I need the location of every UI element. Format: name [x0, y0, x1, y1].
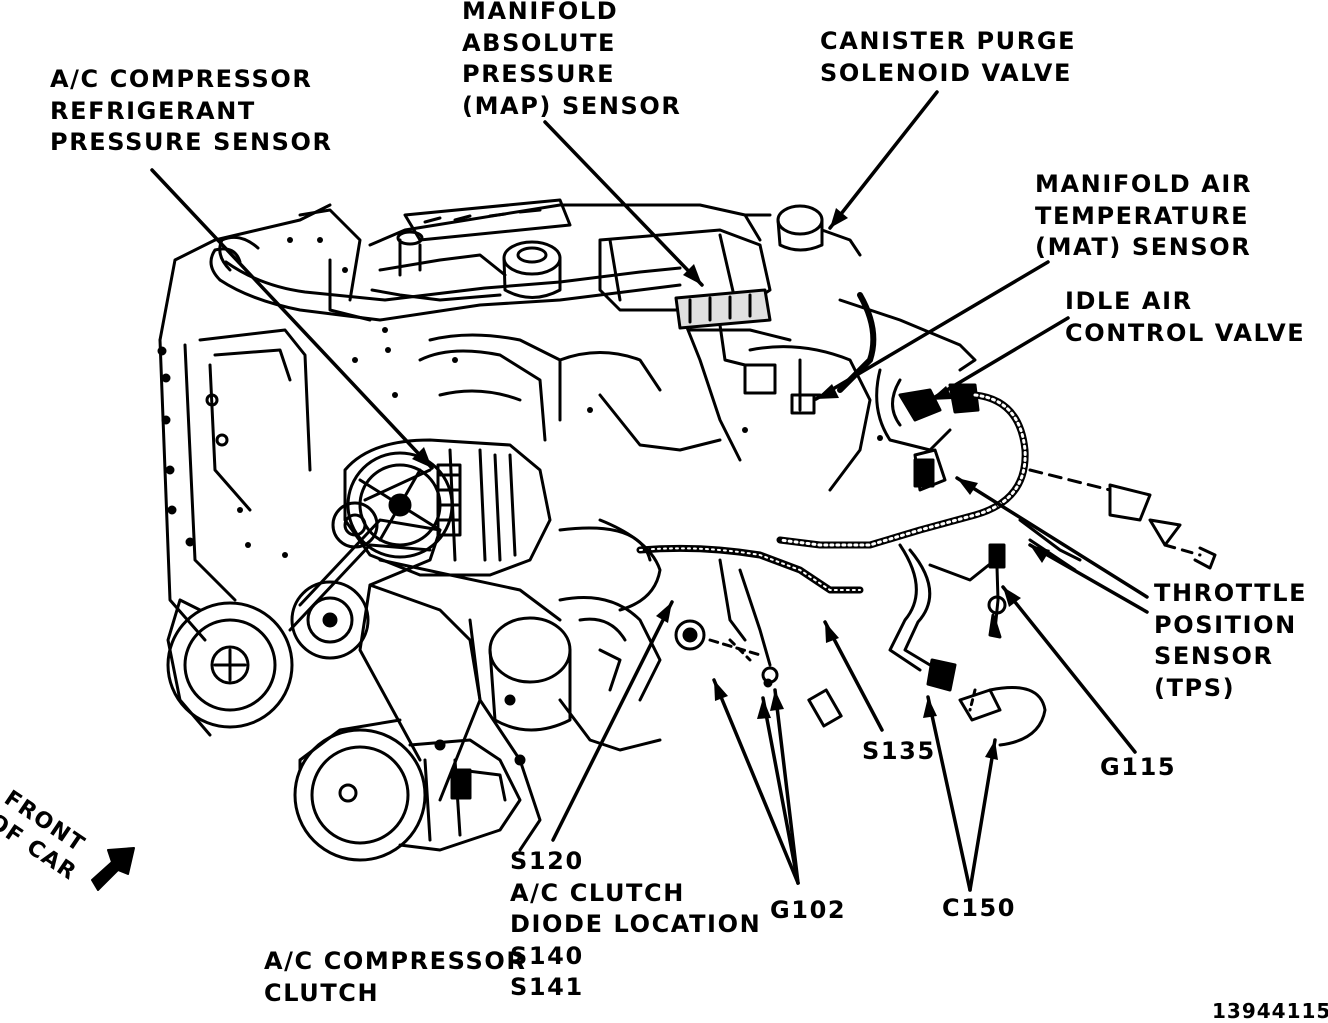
map-sensor	[674, 288, 772, 367]
intake-manifold	[418, 228, 792, 462]
front-arrow-icon	[91, 847, 135, 891]
ac-compressor	[293, 718, 522, 862]
fasteners	[237, 237, 883, 558]
label-g102: G102	[770, 896, 847, 924]
arrow-heads	[412, 208, 1050, 760]
label-throttle-position-sensor: THROTTLE POSITION SENSOR (TPS)	[1154, 579, 1308, 702]
label-ac-compressor-clutch: A/C COMPRESSOR CLUTCH	[264, 947, 527, 1007]
engine-left-bracket	[157, 203, 362, 642]
leader-lines	[150, 90, 1149, 892]
label-s120-group: S120 A/C CLUTCH DIODE LOCATION S140 S141	[510, 847, 762, 1001]
oil-filler-cap	[502, 240, 562, 299]
belt-pulleys	[166, 501, 562, 802]
lower-block	[434, 518, 662, 852]
figure-number: 13944115	[1212, 999, 1328, 1023]
label-canister-purge: CANISTER PURGE SOLENOID VALVE	[820, 27, 1077, 87]
coolant-cap	[743, 204, 862, 257]
label-c150: C150	[942, 894, 1017, 922]
wiring-harness-right	[776, 292, 1029, 672]
label-idle-air-control: IDLE AIR CONTROL VALVE	[1065, 287, 1306, 347]
alternator	[343, 438, 552, 577]
label-mat-sensor: MANIFOLD AIR TEMPERATURE (MAT) SENSOR	[1035, 170, 1253, 261]
label-ac-pressure-sensor: A/C COMPRESSOR REFRIGERANT PRESSURE SENS…	[50, 65, 333, 156]
label-map-sensor: MANIFOLD ABSOLUTE PRESSURE (MAP) SENSOR	[462, 0, 682, 120]
label-g115: G115	[1100, 753, 1177, 781]
wiring-harness-lower	[636, 544, 1047, 747]
label-s135: S135	[862, 737, 936, 765]
